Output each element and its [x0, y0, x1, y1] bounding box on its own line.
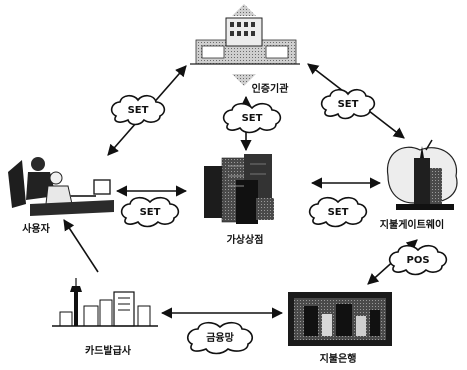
cloud-set-user-store-label: SET — [140, 207, 161, 218]
store-label: 가상상점 — [227, 233, 264, 246]
store-buildings-icon — [204, 154, 274, 224]
bank-photo-icon — [288, 292, 392, 346]
user-label: 사용자 — [22, 222, 50, 235]
gateway-building-icon — [387, 140, 457, 210]
store-node: 가상상점 — [204, 154, 274, 246]
gateway-node: 지불게이트웨이 — [380, 140, 457, 231]
arrow-issuer-user — [64, 220, 98, 272]
gateway-label: 지불게이트웨이 — [380, 218, 444, 231]
issuer-cityscape-icon — [52, 278, 158, 326]
issuer-label: 카드발급사 — [85, 344, 132, 357]
cloud-pos-gateway-bank: POS — [390, 246, 447, 275]
authority-label: 인증기관 — [252, 82, 290, 95]
user-desk-icon — [8, 157, 114, 216]
cloud-finance-issuer-bank: 금융망 — [188, 323, 253, 354]
cloud-pos-gateway-bank-label: POS — [406, 255, 429, 266]
cloud-set-store-authority-label: SET — [242, 113, 263, 124]
bank-label: 지불은행 — [320, 352, 357, 365]
cloud-finance-issuer-bank-label: 금융망 — [206, 331, 234, 344]
cloud-set-gateway-authority-label: SET — [338, 99, 359, 110]
cloud-set-store-gateway: SET — [310, 198, 367, 227]
cloud-set-user-store: SET — [122, 198, 179, 227]
authority-building-icon — [190, 4, 300, 86]
cloud-set-gateway-authority: SET — [322, 90, 375, 119]
authority-node: 인증기관 — [190, 4, 300, 95]
user-node: 사용자 — [8, 157, 114, 235]
cloud-set-store-gateway-label: SET — [328, 207, 349, 218]
cloud-set-store-authority: SET — [224, 104, 281, 133]
cloud-set-user-authority-label: SET — [128, 105, 149, 116]
issuer-node: 카드발급사 — [52, 278, 158, 357]
bank-node: 지불은행 — [288, 292, 392, 365]
